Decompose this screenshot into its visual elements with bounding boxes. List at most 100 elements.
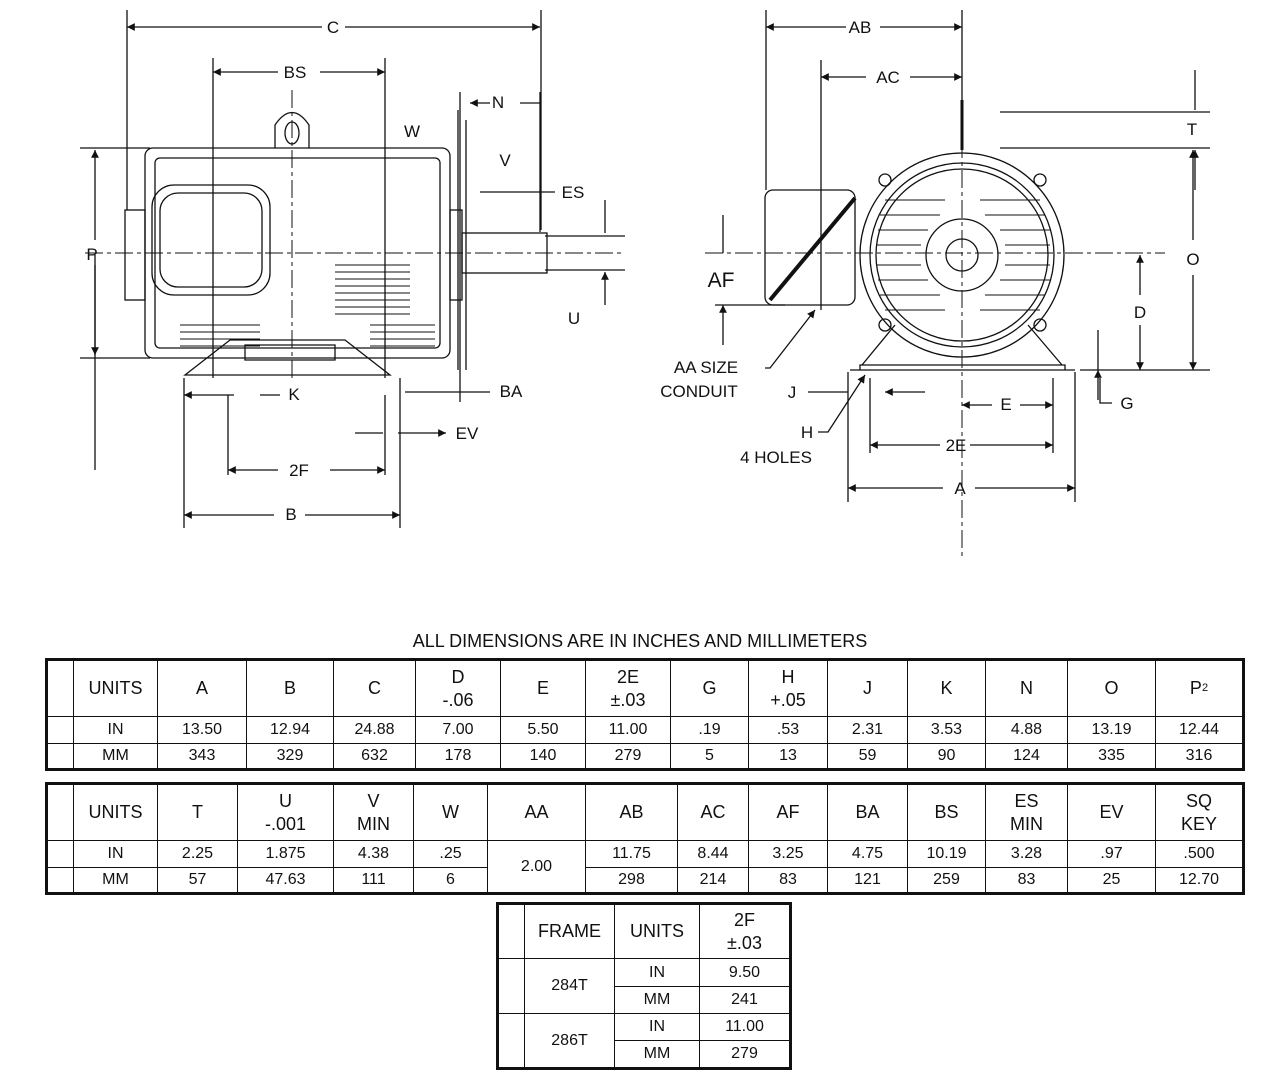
end-view-labels: AB AC T O AF D AA SIZE CONDUIT J H 4 HOL… xyxy=(660,18,1199,498)
data-cell: 3.28 xyxy=(986,841,1068,868)
cell-value: 90 xyxy=(937,747,956,764)
side-view-labels: C BS N W V ES P U K BA EV 2F B xyxy=(86,18,584,524)
data-cell: 59 xyxy=(828,744,908,768)
header-label: O xyxy=(1104,678,1119,699)
cell-value: 9.50 xyxy=(728,963,761,981)
dimensions-note: ALL DIMENSIONS ARE IN INCHES AND MILLIME… xyxy=(412,631,868,651)
data-cell: .53 xyxy=(749,717,828,744)
cell-value: 124 xyxy=(1013,747,1040,764)
cell-value: 329 xyxy=(276,747,304,764)
data-cell: 4.75 xyxy=(828,841,908,868)
column-header: 2E±.03 xyxy=(586,661,671,717)
header-tolerance: -.001 xyxy=(264,813,307,834)
cell-value: 24.88 xyxy=(354,721,395,738)
header-label: E xyxy=(536,678,549,699)
data-cell: 8.44 xyxy=(678,841,749,868)
data-cell: 47.63 xyxy=(238,868,334,892)
column-header: D-.06 xyxy=(416,661,501,717)
header-label: P xyxy=(1189,678,1202,699)
data-cell: 5 xyxy=(671,744,749,768)
dim-label-p: P xyxy=(86,245,97,264)
cell-value: 279 xyxy=(731,1045,758,1062)
data-cell: 13.19 xyxy=(1068,717,1156,744)
data-cell: 2.31 xyxy=(828,717,908,744)
header-label: J xyxy=(863,678,872,699)
cell-value: 3.53 xyxy=(930,721,963,738)
cell-value: 2.00 xyxy=(520,857,553,875)
units-cell: IN xyxy=(615,959,700,987)
cell-value: 279 xyxy=(614,747,642,764)
data-cell: 279 xyxy=(586,744,671,768)
data-cell: 279 xyxy=(700,1041,789,1067)
cell-value: 343 xyxy=(188,747,216,764)
column-header: G xyxy=(671,661,749,717)
cell-value: 4.38 xyxy=(357,845,390,862)
header-label: AA xyxy=(524,802,549,823)
dim-label-j: J xyxy=(788,383,797,402)
dim-label-ac: AC xyxy=(876,68,900,87)
data-cell: 298 xyxy=(586,868,678,892)
data-cell: 121 xyxy=(828,868,908,892)
data-cell: 4.38 xyxy=(334,841,414,868)
data-cell: 1.875 xyxy=(238,841,334,868)
column-header: EV xyxy=(1068,785,1156,841)
cell-value: .25 xyxy=(439,845,462,862)
header-tolerance: +.05 xyxy=(770,689,806,710)
data-cell: IN xyxy=(74,841,158,868)
data-cell: 2.00 xyxy=(488,841,586,892)
cell-value: 298 xyxy=(618,871,645,888)
dim-label-ev: EV xyxy=(456,424,479,443)
dim-label-conduit: CONDUIT xyxy=(660,382,737,401)
header-label: 2F xyxy=(733,910,755,930)
units-cell: MM xyxy=(615,1041,700,1067)
dim-label-b: B xyxy=(285,505,296,524)
data-cell: MM xyxy=(74,744,158,768)
data-cell: 3.25 xyxy=(749,841,828,868)
cell-value: 13 xyxy=(779,747,797,764)
cell-value: 13.19 xyxy=(1091,721,1132,738)
header-tolerance: MIN xyxy=(357,813,390,834)
column-header: O xyxy=(1068,661,1156,717)
column-header: N xyxy=(986,661,1068,717)
cell-value: 12.70 xyxy=(1178,871,1220,888)
data-cell: 57 xyxy=(158,868,238,892)
cell-value: 4.88 xyxy=(1010,721,1043,738)
header-label: B xyxy=(283,678,296,699)
dim-label-d: D xyxy=(1134,303,1146,322)
data-cell: .19 xyxy=(671,717,749,744)
frame-value: 284T xyxy=(551,977,588,994)
data-cell: 329 xyxy=(247,744,334,768)
dim-label-k: K xyxy=(288,385,300,404)
header-label: UNITS xyxy=(88,802,143,823)
cell-value: 57 xyxy=(188,871,207,888)
data-cell: 83 xyxy=(749,868,828,892)
cell-value: 121 xyxy=(854,871,881,888)
data-cell: 11.00 xyxy=(586,717,671,744)
column-header: BA xyxy=(828,785,908,841)
data-cell: MM xyxy=(74,868,158,892)
cell-value: IN xyxy=(649,963,665,981)
data-cell: 10.19 xyxy=(908,841,986,868)
frame-cell: 286T xyxy=(525,1014,615,1067)
cell-value: 4.75 xyxy=(851,845,884,862)
header-label: N xyxy=(1020,678,1033,699)
side-view xyxy=(80,10,625,528)
cell-value: 83 xyxy=(1017,871,1036,888)
end-view xyxy=(705,10,1210,560)
dim-label-h: H xyxy=(801,423,813,442)
dim-label-v: V xyxy=(499,151,511,170)
blank-cell xyxy=(48,841,74,868)
data-cell: 13 xyxy=(749,744,828,768)
dim-label-a: A xyxy=(954,479,966,498)
cell-value: 335 xyxy=(1098,747,1125,764)
data-cell: 7.00 xyxy=(416,717,501,744)
dim-label-n: N xyxy=(492,93,504,112)
dim-label-e: E xyxy=(1000,395,1011,414)
data-cell: 83 xyxy=(986,868,1068,892)
header-superscript: 2 xyxy=(1201,681,1209,694)
column-header: UNITS xyxy=(615,905,700,959)
